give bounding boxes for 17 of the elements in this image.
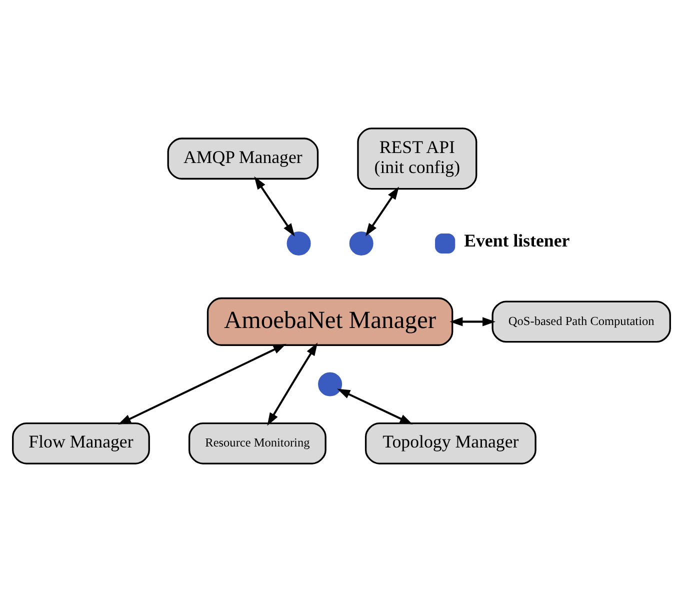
node-box: QoS-based Path Computation [492, 300, 671, 342]
arrow [337, 388, 413, 424]
arrow [450, 316, 496, 326]
node-circle [349, 231, 374, 256]
arrow [267, 342, 318, 426]
node-circle [286, 231, 311, 256]
node-box: Flow Manager [12, 422, 150, 464]
node-box: Resource Monitoring [188, 422, 326, 464]
node-circle [318, 372, 342, 396]
node-box: Topology Manager [364, 422, 536, 464]
node-box: AmoebaNet Manager [206, 296, 454, 346]
arrow [365, 186, 400, 236]
arrow [254, 176, 295, 236]
arrow [118, 343, 286, 424]
legend-label: Event listener [464, 230, 570, 250]
node-box: AMQP Manager [167, 137, 319, 180]
node-box: REST API (init config) [357, 127, 478, 190]
